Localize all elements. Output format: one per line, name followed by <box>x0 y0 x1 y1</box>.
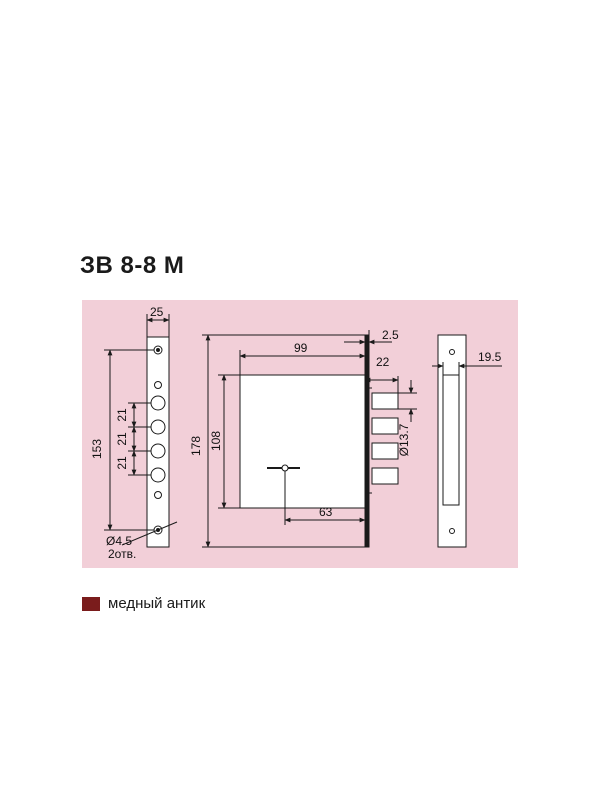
dim-body-height: 108 <box>209 431 223 451</box>
faceplate <box>146 336 170 548</box>
page-title: ЗВ 8-8 М <box>80 252 185 279</box>
faceplate-hole-small-2 <box>154 491 162 499</box>
strike-screw-bottom <box>449 528 455 534</box>
faceplate-view <box>104 314 178 548</box>
strike-screw-top <box>449 349 455 355</box>
dim-backset: 63 <box>319 505 333 519</box>
dim-bolt-projection: 22 <box>376 355 390 369</box>
color-legend: медный антик <box>82 595 205 612</box>
dim-faceplate-height: 153 <box>90 439 104 459</box>
lock-body-view <box>202 330 417 548</box>
bolt-3 <box>371 442 399 460</box>
bolt-4 <box>371 467 399 485</box>
strike-slot <box>442 374 460 506</box>
technical-drawing: 25 153 21 21 21 Ø4.5 2отв. 178 108 99 63… <box>82 300 518 568</box>
dim-faceplate-width: 25 <box>150 305 164 319</box>
dim-spacing-2: 21 <box>115 432 129 446</box>
lock-diagram-svg: 25 153 21 21 21 Ø4.5 2отв. 178 108 99 63… <box>82 300 518 568</box>
dim-strike-offset: 19.5 <box>478 350 502 364</box>
dim-spacing-3: 21 <box>115 456 129 470</box>
key-center <box>281 464 289 472</box>
dim-plate-thickness: 2.5 <box>382 328 399 342</box>
dim-spacing-1: 21 <box>115 408 129 422</box>
color-swatch-icon <box>82 596 100 611</box>
lock-body <box>239 374 366 509</box>
lock-faceplate-side <box>364 334 370 548</box>
dim-hole-diameter: Ø4.5 <box>106 534 132 548</box>
dim-total-height: 178 <box>189 436 203 456</box>
bolt-2 <box>371 417 399 435</box>
faceplate-hole-small <box>154 381 162 389</box>
dim-bolt-diameter: Ø13.7 <box>397 423 411 456</box>
bolt-1 <box>371 392 399 410</box>
strike-plate-view <box>432 334 502 548</box>
dim-hole-count: 2отв. <box>108 547 136 561</box>
dim-body-width: 99 <box>294 341 308 355</box>
faceplate-screw-top-inner <box>156 348 160 352</box>
legend-label: медный антик <box>108 595 206 612</box>
